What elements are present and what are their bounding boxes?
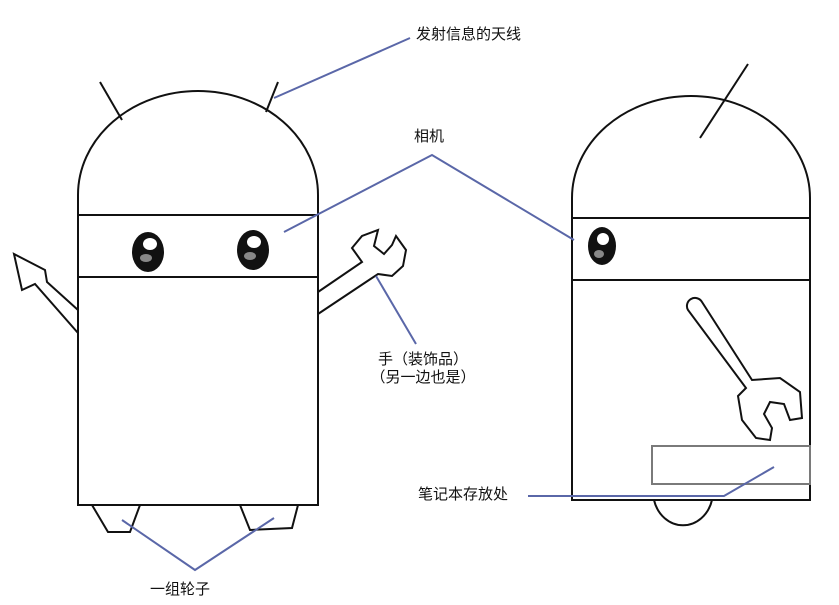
front-left-antenna — [99, 81, 123, 121]
notebook-label: 笔记本存放处 — [418, 485, 509, 503]
front-eye-band — [77, 214, 319, 278]
notebook-slot — [651, 445, 811, 485]
front-right-antenna — [265, 81, 279, 113]
pointer-lines — [121, 37, 775, 572]
side-wheel — [653, 499, 713, 527]
front-robot — [12, 81, 408, 533]
wheels-pointer — [121, 517, 275, 572]
front-eyes — [132, 230, 269, 272]
antenna-label: 发射信息的天线 — [416, 25, 522, 43]
side-wrench — [685, 296, 804, 442]
notebook-pointer — [528, 466, 775, 497]
side-robot — [571, 63, 811, 527]
front-right-eye — [237, 230, 269, 270]
front-left-eye — [132, 232, 164, 272]
side-head — [571, 95, 811, 218]
hand-pointer — [375, 275, 417, 345]
camera-pointer — [283, 153, 575, 241]
side-eye — [588, 227, 616, 265]
front-body — [77, 276, 319, 506]
antenna-pointer — [273, 37, 411, 99]
front-head — [77, 90, 319, 215]
side-body — [571, 279, 811, 501]
front-left-wheel — [91, 504, 141, 533]
front-right-arm-wrench — [317, 228, 408, 315]
front-right-wheel — [239, 504, 299, 532]
front-left-arm — [12, 252, 79, 334]
wheels-label: 一组轮子 — [150, 580, 211, 598]
hand-label: 手（装饰品） （另一边也是） — [368, 350, 478, 386]
hand-label-line2: （另一边也是） — [370, 368, 476, 386]
camera-label: 相机 — [414, 127, 445, 145]
hand-label-line1: 手（装饰品） — [377, 350, 468, 368]
